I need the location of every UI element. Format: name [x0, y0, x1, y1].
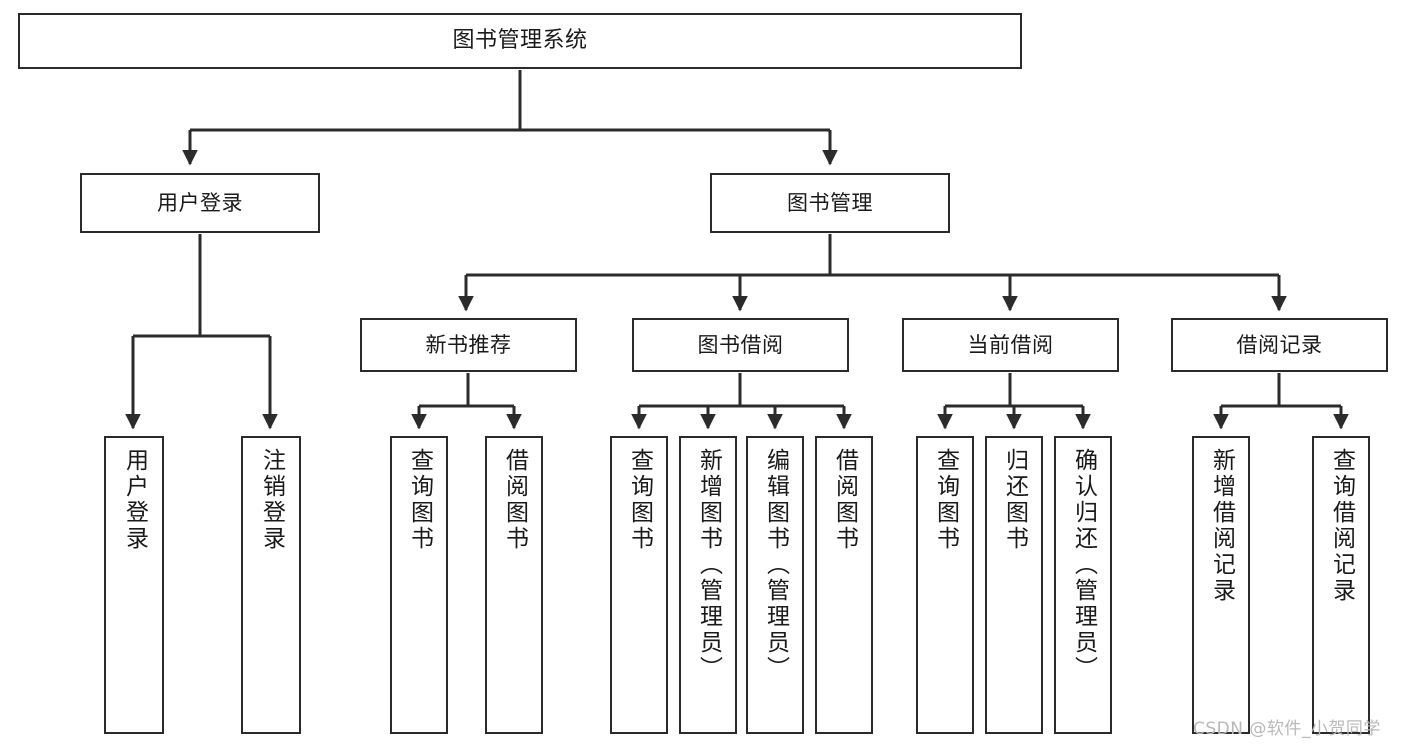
node-book-borrow[interactable]: 图书借阅 [632, 318, 849, 372]
node-current-borrow[interactable]: 当前借阅 [902, 318, 1119, 372]
leaf-new-book-query[interactable]: 查询图书 [390, 436, 448, 734]
leaf-query-borrow-record[interactable]: 查询借阅记录 [1312, 436, 1370, 734]
leaf-current-query-book-label: 查询图书 [932, 448, 959, 552]
leaf-user-login-label: 用户登录 [121, 448, 148, 552]
node-borrow-record[interactable]: 借阅记录 [1171, 318, 1388, 372]
leaf-borrow-query-book-label: 查询图书 [626, 448, 653, 552]
leaf-borrow-query-book[interactable]: 查询图书 [610, 436, 668, 734]
node-new-book-recommend-label: 新书推荐 [425, 332, 512, 357]
node-root-system[interactable]: 图书管理系统 [18, 13, 1022, 69]
node-new-book-recommend[interactable]: 新书推荐 [360, 318, 577, 372]
leaf-add-borrow-record[interactable]: 新增借阅记录 [1192, 436, 1250, 734]
node-book-management-label: 图书管理 [787, 190, 873, 215]
node-user-login-label: 用户登录 [157, 190, 243, 215]
node-root-system-label: 图书管理系统 [452, 28, 588, 54]
leaf-edit-book-admin-label: 编辑图书（管理员） [762, 448, 789, 682]
leaf-current-query-book[interactable]: 查询图书 [916, 436, 974, 734]
leaf-return-book-label: 归还图书 [1001, 448, 1028, 552]
leaf-add-book-admin-label: 新增图书（管理员） [695, 448, 722, 682]
leaf-user-login[interactable]: 用户登录 [104, 436, 164, 734]
leaf-logout-label: 注销登录 [258, 448, 285, 552]
leaf-edit-book-admin[interactable]: 编辑图书（管理员） [746, 436, 804, 734]
node-book-borrow-label: 图书借阅 [697, 332, 784, 357]
node-current-borrow-label: 当前借阅 [967, 332, 1054, 357]
leaf-add-borrow-record-label: 新增借阅记录 [1208, 448, 1235, 604]
leaf-borrow-book[interactable]: 借阅图书 [815, 436, 873, 734]
node-user-login[interactable]: 用户登录 [80, 173, 320, 233]
node-borrow-record-label: 借阅记录 [1236, 332, 1323, 357]
leaf-new-book-query-label: 查询图书 [406, 448, 433, 552]
leaf-confirm-return-admin-label: 确认归还（管理员） [1070, 448, 1097, 682]
leaf-add-book-admin[interactable]: 新增图书（管理员） [679, 436, 737, 734]
leaf-return-book[interactable]: 归还图书 [985, 436, 1043, 734]
leaf-query-borrow-record-label: 查询借阅记录 [1328, 448, 1355, 604]
leaf-new-book-borrow[interactable]: 借阅图书 [485, 436, 543, 734]
leaf-new-book-borrow-label: 借阅图书 [501, 448, 528, 552]
leaf-confirm-return-admin[interactable]: 确认归还（管理员） [1054, 436, 1112, 734]
leaf-borrow-book-label: 借阅图书 [831, 448, 858, 552]
leaf-logout[interactable]: 注销登录 [241, 436, 301, 734]
csdn-watermark: CSDN @软件_小贺同学 [1193, 719, 1381, 739]
node-book-management[interactable]: 图书管理 [710, 173, 950, 233]
